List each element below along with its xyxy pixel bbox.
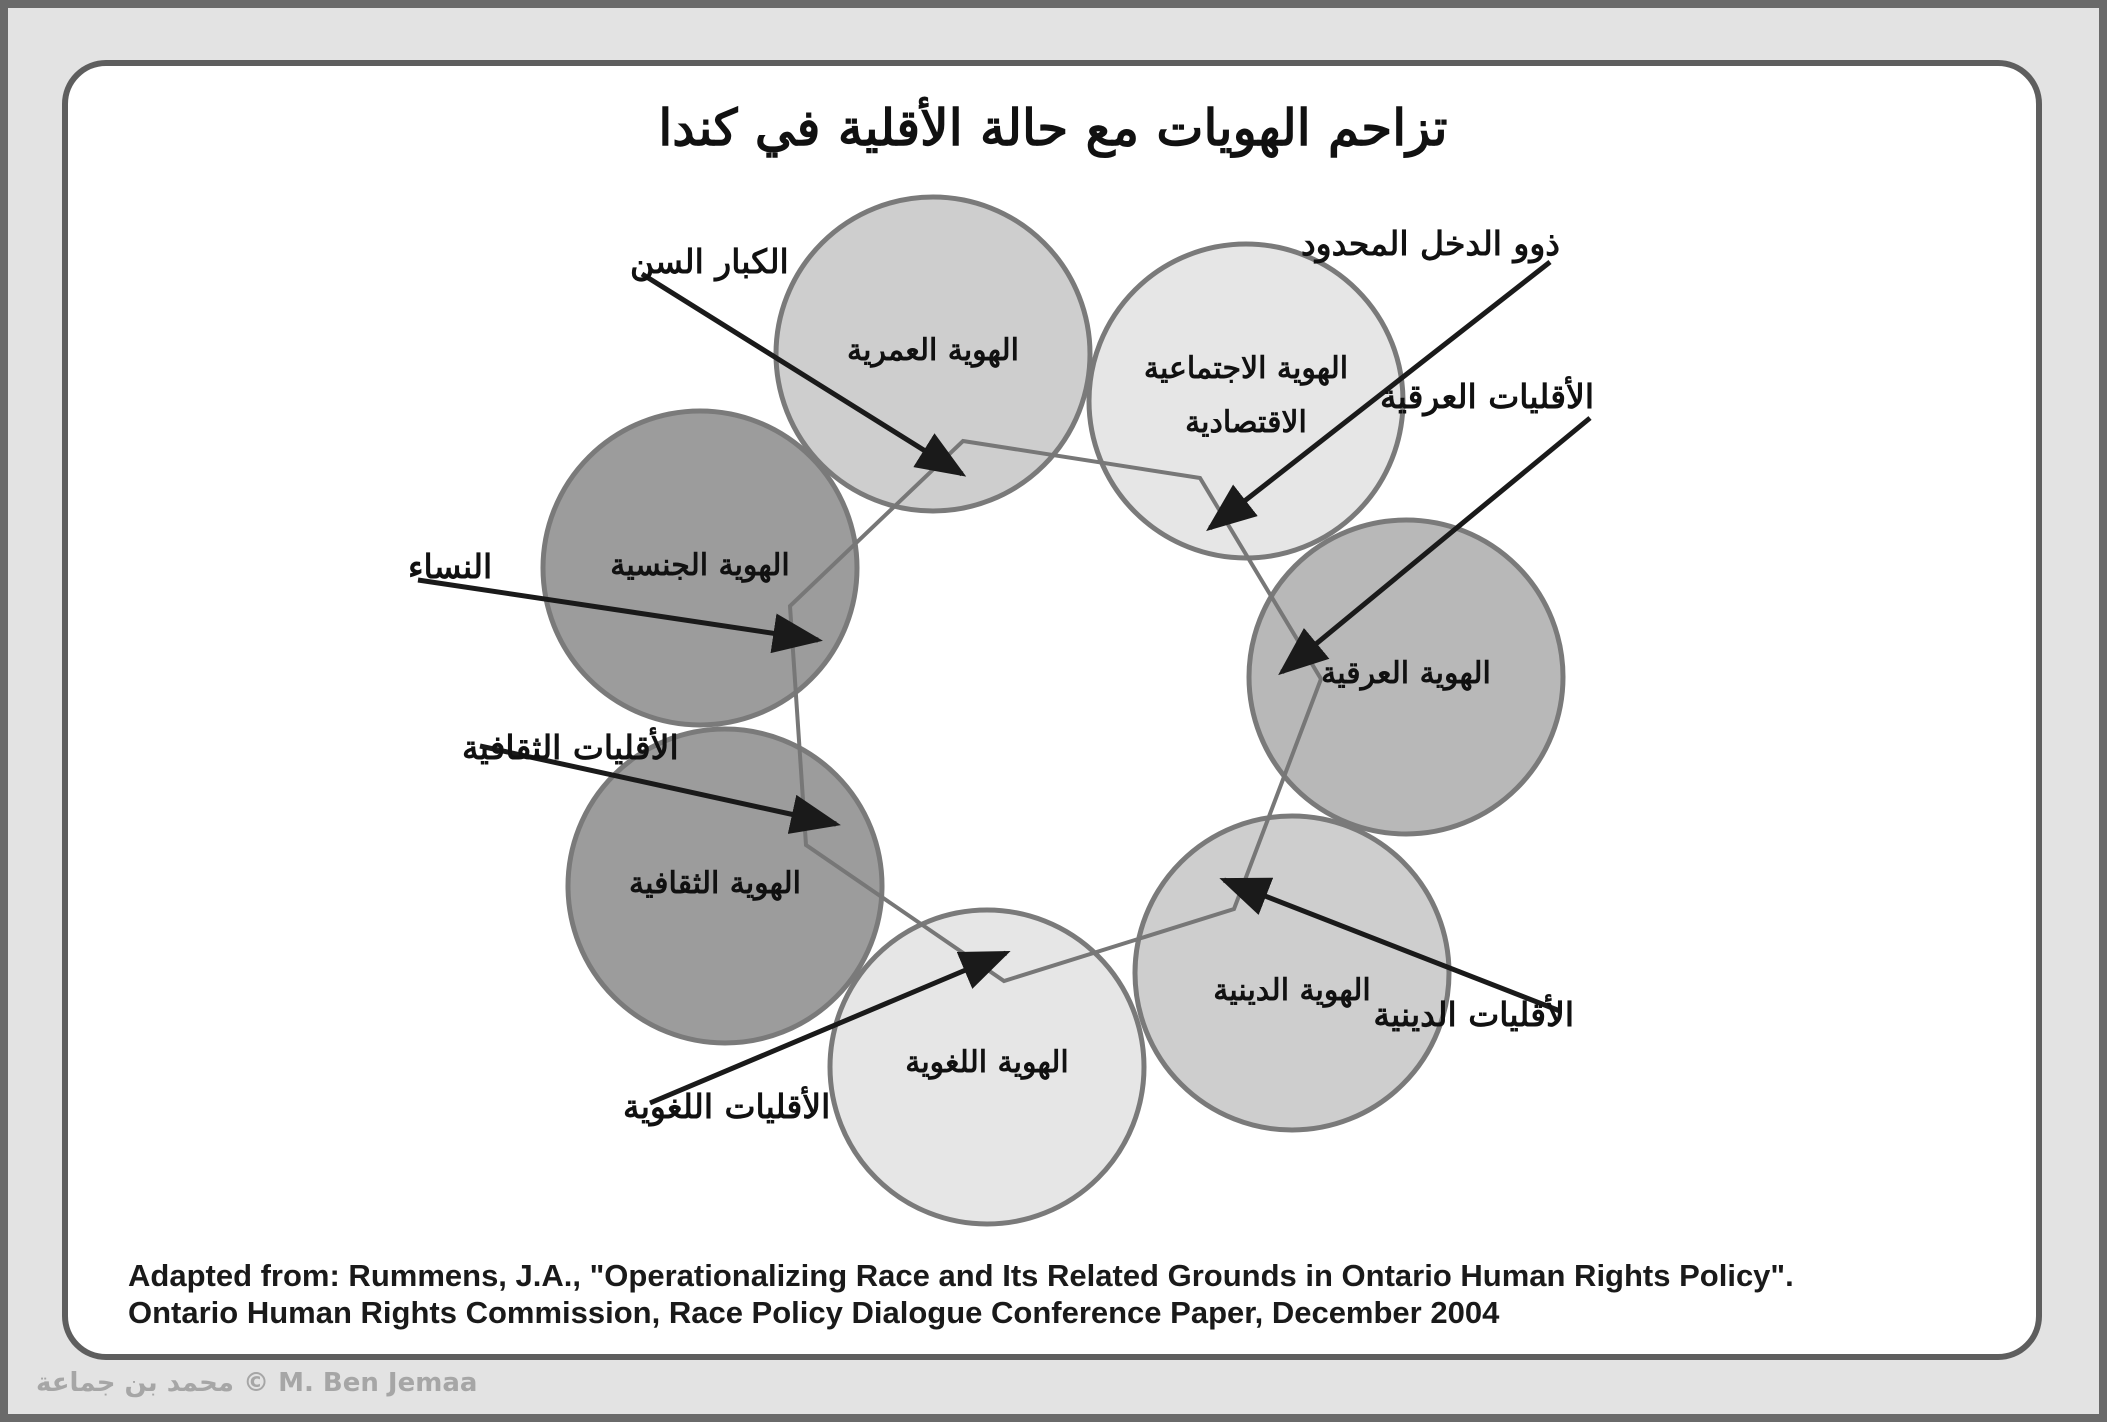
- identity-label-religious: الهوية الدينية: [1213, 973, 1370, 1008]
- arrow-low-income: [1206, 260, 1552, 532]
- identity-label-socioeconomic-2: الاقتصادية: [1185, 405, 1307, 440]
- identity-circle-gender: الهوية الجنسية: [540, 408, 860, 728]
- identity-circles: الهوية العمرية الهوية الاجتماعية الاقتصا…: [540, 194, 1566, 1227]
- diagram-title: تزاحم الهويات مع حالة الأقلية في كندا: [658, 97, 1447, 158]
- group-labels: الكبار السن ذوو الدخل المحدود الأقليات ا…: [408, 224, 1594, 1127]
- identity-circle-ethnic: الهوية العرقية: [1246, 517, 1566, 837]
- arrow-cultural-minorities: [479, 743, 841, 834]
- group-label-cultural-minorities: الأقليات الثقافية: [462, 726, 679, 767]
- identity-label-gender: الهوية الجنسية: [610, 548, 789, 583]
- arrow-ethnic-minorities: [1278, 416, 1592, 676]
- group-label-women: النساء: [408, 547, 492, 586]
- arrow-linguistic-minorities: [649, 950, 1011, 1106]
- identity-circle-socioeconomic: الهوية الاجتماعية الاقتصادية: [1086, 241, 1406, 561]
- group-label-elderly: الكبار السن: [630, 242, 789, 282]
- arrow-elderly: [640, 271, 967, 477]
- author-credit: محمد بن جماعة © M. Ben Jemaa: [36, 1368, 478, 1398]
- group-arrows: [417, 260, 1592, 1106]
- identity-circle-linguistic: الهوية اللغوية: [827, 907, 1147, 1227]
- identity-label-socioeconomic-1: الهوية الاجتماعية: [1144, 351, 1348, 386]
- group-label-linguistic-minorities: الأقليات اللغوية: [623, 1085, 830, 1127]
- group-label-low-income: ذوو الدخل المحدود: [1301, 224, 1560, 264]
- arrow-religious-minorities: [1219, 877, 1561, 1014]
- identity-label-cultural: الهوية الثقافية: [629, 866, 801, 901]
- identity-circle-religious: الهوية الدينية: [1132, 813, 1452, 1133]
- group-label-ethnic-minorities: الأقليات العرقية: [1380, 375, 1594, 417]
- source-citation-line-1: Adapted from: Rummens, J.A., "Operationa…: [128, 1258, 1794, 1293]
- group-label-religious-minorities: الأقليات الدينية: [1373, 993, 1574, 1034]
- source-citation-line-2: Ontario Human Rights Commission, Race Po…: [128, 1295, 1500, 1330]
- identity-label-ethnic: الهوية العرقية: [1321, 656, 1491, 691]
- identity-label-age: الهوية العمرية: [847, 333, 1019, 368]
- arrow-women: [417, 577, 823, 654]
- identity-label-linguistic: الهوية اللغوية: [905, 1045, 1069, 1080]
- identity-circle-age: الهوية العمرية: [773, 194, 1093, 514]
